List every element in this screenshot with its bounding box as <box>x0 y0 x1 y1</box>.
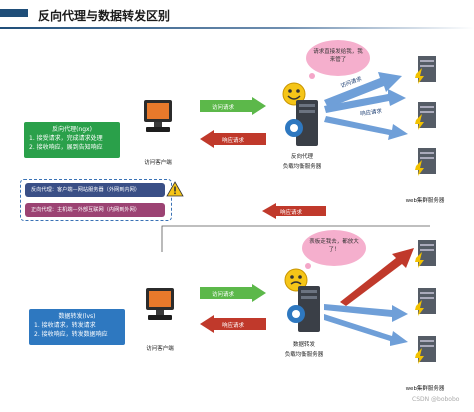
reverse-proxy-note: 反向代理：客户端—网站服务器（外网到内网） <box>25 183 165 197</box>
top-server-label-1: 反向代理 <box>290 154 313 160</box>
reverse-proxy-box: 反向代理(ngx) 1. 接受请求，完成请求处理 2. 接收响应，展到告知响应 <box>24 122 120 158</box>
middle-response-arrow <box>262 203 326 219</box>
top-cluster-label: web集群服务器 <box>405 198 445 204</box>
page-title: 反向代理与数据转发区别 <box>38 9 171 23</box>
forward-proxy-note: 正向代理：主机端—外部互联网（内网到外网） <box>25 203 165 217</box>
smiley-icon <box>282 82 306 106</box>
computer-icon <box>146 288 174 320</box>
watermark: CSDN @bobobo <box>412 396 460 403</box>
thought-bubble-top <box>306 40 370 79</box>
server-rack-icon <box>415 336 436 364</box>
top-request-label: 访问请求 <box>212 105 235 111</box>
top-request-arrow <box>200 97 266 115</box>
top-fan-arrows <box>324 72 408 140</box>
computer-icon <box>144 100 172 132</box>
bottom-client-label: 访问客户端 <box>146 346 174 352</box>
title-accent-bar <box>0 9 28 17</box>
title-underline <box>0 27 474 29</box>
data-forward-box-title: 数据转发(lvs) <box>58 313 96 320</box>
top-response-label: 响应请求 <box>222 138 245 144</box>
server-icon <box>285 100 318 146</box>
top-client-label: 访问客户端 <box>144 160 172 166</box>
data-forward-item-2: 2. 接收响应，转发数据响应 <box>34 331 108 338</box>
bottom-cluster-label: web集群服务器 <box>405 386 445 392</box>
bottom-server-label-2: 负载均衡服务器 <box>284 352 324 358</box>
server-rack-icon <box>415 240 436 268</box>
top-response-arrow <box>200 130 266 148</box>
bottom-bubble-text: 表板走我去，都放大了！ <box>309 239 359 253</box>
bottom-request-arrow <box>200 284 266 302</box>
proxy-notes-frame <box>20 179 172 221</box>
server-rack-icon <box>415 102 436 130</box>
middle-response-label: 响应请求 <box>280 210 303 216</box>
data-forward-box: 数据转发(lvs) 1. 接收请求，转发请求 2. 接收响应，转发数据响应 <box>29 309 125 345</box>
connector-lines <box>161 225 430 252</box>
data-forward-item-1: 1. 接收请求，转发请求 <box>34 322 96 329</box>
server-rack-icon <box>415 56 436 84</box>
top-server-label-2: 负载均衡服务器 <box>282 164 322 170</box>
reverse-proxy-item-2: 2. 接收响应，展到告知响应 <box>29 144 103 151</box>
reverse-proxy-box-title: 反向代理(ngx) <box>52 126 92 133</box>
top-bubble-text: 请求直接发给我，我来管了 <box>313 49 363 63</box>
bottom-response-arrow <box>200 315 266 333</box>
server-rack-icon <box>415 288 436 316</box>
bottom-fan-arrows <box>324 304 408 346</box>
thought-bubble-bottom <box>302 230 366 269</box>
warning-icon <box>166 181 184 197</box>
server-icon <box>287 286 320 332</box>
bottom-request-diagonal-arrow <box>340 248 414 306</box>
server-rack-icon <box>415 148 436 176</box>
bottom-request-label: 访问请求 <box>212 292 235 298</box>
smiley-icon <box>284 268 308 292</box>
reverse-proxy-item-1: 1. 接受请求，完成请求处理 <box>29 135 103 142</box>
bottom-server-label-1: 数据转发 <box>292 342 315 348</box>
bottom-response-label: 响应请求 <box>222 323 245 329</box>
